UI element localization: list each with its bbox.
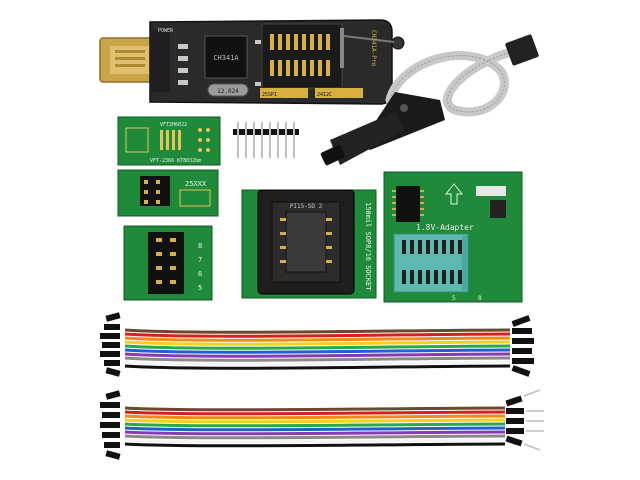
ribbon-bottom-right-male-pins (505, 389, 544, 451)
adapter-board-b: 25XXX (117, 169, 219, 217)
adapter-a-top-label: VFT2H6022 (160, 122, 187, 128)
programmer-vertical-label: CH341A-Pro (370, 30, 377, 67)
soic-test-clip (320, 34, 539, 166)
header-label-1: 25SPI (262, 92, 277, 98)
ch341a-programmer: CH341A 12.024 POWER 25SPI 24I (99, 19, 405, 105)
programmer-zif-socket (261, 23, 343, 89)
clip-tip (320, 144, 346, 166)
sop8-socket-adapter: PI15-SD 2 150mil SOP8/16 SOCKET (241, 189, 377, 299)
ribbon-wires-top (124, 328, 511, 370)
smd-parts (178, 40, 261, 86)
ch341a-chip (204, 35, 248, 79)
adapter-a-pcb (117, 116, 221, 166)
ribbon-right-connectors (511, 315, 534, 377)
adapter-c-pin-5: 5 (198, 284, 202, 292)
zif-pins (270, 34, 330, 76)
arrow-up-icon (444, 183, 464, 205)
adapter-1v8-ic (396, 186, 420, 222)
zif-lever (340, 28, 344, 68)
ribbon-bottom-left-connectors (100, 390, 121, 460)
ribbon-wires-bottom (124, 406, 506, 448)
pin-header-strip (233, 122, 299, 158)
adapter-board-c: 8 7 6 5 (123, 225, 213, 301)
sop8-contacts (280, 218, 332, 263)
dupont-cable-female-male (100, 389, 544, 460)
header-label-2: 24I2C (317, 92, 332, 98)
pcb-edge (150, 30, 170, 92)
adapter-board-a: VFT2H6022 VFT-2366 KT8032bm (117, 116, 221, 166)
sop8-chip-label: PI15-SD 2 (290, 203, 323, 210)
sop8-socket-label: 150mil SOP8/16 SOCKET (364, 202, 372, 291)
zif-pin-8-label: 8 (478, 295, 482, 302)
crystal-label: 12.024 (217, 88, 239, 95)
dupont-cable-female-female (100, 312, 534, 377)
power-label: POWER (158, 28, 174, 34)
adapter-c-pin-8: 8 (198, 242, 202, 250)
adapter-c-pin-7: 7 (198, 256, 202, 264)
adapter-c-connector (148, 232, 184, 294)
teal-zif-slots (402, 240, 462, 284)
crystal (207, 83, 249, 97)
usb-plug-contacts (115, 50, 145, 67)
sop8-chip-cavity (285, 211, 327, 273)
header-pins (237, 122, 295, 158)
adapter-1v8: 1.8V-Adapter 5 8 (383, 171, 523, 303)
zif-pin-5-label: 5 (452, 295, 456, 302)
lever-knob (391, 36, 405, 50)
adapter-1v8-label: 1.8V-Adapter (416, 223, 474, 232)
chip-label: CH341A (213, 54, 239, 62)
header-plastic (233, 129, 299, 135)
adapter-a-bottom-label: VFT-2366 KT8032bm (150, 158, 201, 164)
header-25spi (260, 88, 308, 98)
cable-connector (505, 34, 539, 66)
header-24i2c (315, 88, 363, 98)
smd-regulator (476, 186, 506, 196)
teal-zif-socket (393, 233, 469, 293)
adapter-c-pin-6: 6 (198, 270, 202, 278)
ribbon-left-connectors (100, 312, 121, 377)
adapter-a-pads (125, 127, 210, 153)
adapter-b-label: 25XXX (185, 180, 207, 188)
clip-jaw-bottom (330, 112, 405, 165)
